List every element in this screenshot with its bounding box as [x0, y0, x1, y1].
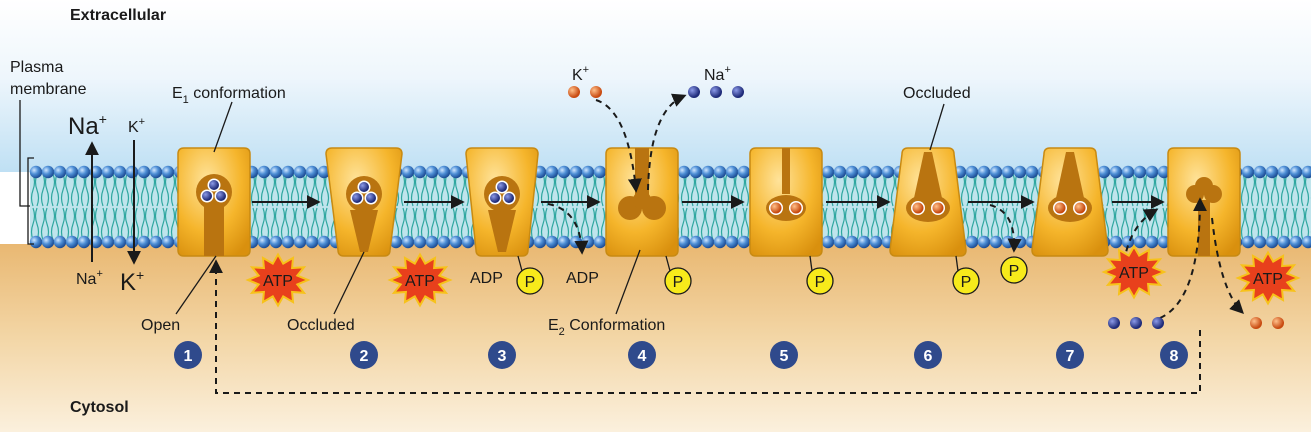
step-badge-7: 7	[1056, 341, 1084, 369]
atp-label: ATP	[1119, 265, 1149, 282]
step-badge-5: 5	[770, 341, 798, 369]
potassium-ion	[1250, 317, 1262, 329]
sodium-ion	[732, 86, 744, 98]
step-number: 7	[1066, 348, 1075, 365]
step-number: 5	[780, 348, 789, 365]
na-in-label: Na+	[76, 268, 103, 288]
cytosol-label: Cytosol	[70, 399, 129, 416]
phosphate: P	[664, 255, 692, 295]
step-badge-6: 6	[914, 341, 942, 369]
atp-burst: ATP	[387, 252, 453, 308]
e1-conformation-label: E1 conformation	[172, 85, 286, 106]
atp-burst: ATP	[245, 252, 311, 308]
open-label: Open	[141, 317, 180, 334]
step-number: 6	[924, 348, 933, 365]
k-in-label: K+	[120, 267, 144, 296]
step-number: 4	[638, 348, 647, 365]
potassium-ion	[568, 86, 580, 98]
cytosol-region	[0, 244, 1311, 432]
extracellular-region	[0, 0, 1311, 172]
phosphate-label: P	[961, 274, 972, 291]
sodium-ion	[710, 86, 722, 98]
pump-step-4	[605, 147, 679, 257]
phosphate: P	[952, 255, 980, 295]
transport-arrows	[209, 93, 1244, 394]
potassium-ion	[1272, 317, 1284, 329]
phosphate: P	[516, 255, 544, 295]
atp-label: ATP	[1253, 271, 1283, 288]
pump-step-3	[465, 147, 539, 257]
pump-step-5	[749, 147, 823, 257]
adp-label-step3: ADP	[470, 270, 503, 287]
phosphate: P	[806, 255, 834, 295]
pump-step-7	[1031, 147, 1109, 257]
potassium-ion	[590, 86, 602, 98]
membrane-bracket	[19, 100, 34, 245]
step-number: 8	[1170, 348, 1179, 365]
step-badge-8: 8	[1160, 341, 1188, 369]
plasma-membrane-label-1: Plasma	[10, 59, 63, 76]
phosphate: P	[1000, 256, 1028, 284]
plasma-membrane-label-2: membrane	[10, 81, 87, 98]
free-ions	[568, 86, 1284, 329]
step-badge-3: 3	[488, 341, 516, 369]
atp-label: ATP	[263, 273, 293, 290]
adp-label-released: ADP	[566, 270, 599, 287]
occluded-label-top: Occluded	[903, 85, 971, 102]
atp-label: ATP	[405, 273, 435, 290]
na-out-label: Na+	[68, 111, 107, 140]
phosphate-label: P	[815, 274, 826, 291]
step-number: 2	[360, 348, 369, 365]
step-badge-2: 2	[350, 341, 378, 369]
pump-step-2	[325, 147, 403, 257]
atp-burst: ATP	[1235, 250, 1301, 306]
phosphate-label: P	[673, 274, 684, 291]
pump-step-8	[1167, 147, 1241, 257]
pump-step-1	[177, 147, 251, 257]
k-entering-label: K+	[572, 64, 589, 84]
phosphate-label: P	[1009, 263, 1020, 280]
step-badge-4: 4	[628, 341, 656, 369]
extracellular-label: Extracellular	[70, 7, 166, 24]
atp-burst: ATP	[1101, 244, 1167, 300]
phosphate-label: P	[525, 274, 536, 291]
pump-step-6	[889, 147, 967, 257]
na-exiting-label: Na+	[704, 64, 731, 84]
sodium-ion	[1130, 317, 1142, 329]
occluded-label-bottom: Occluded	[287, 317, 355, 334]
sodium-ion	[1152, 317, 1164, 329]
sodium-ion	[1108, 317, 1120, 329]
k-out-label: K+	[128, 116, 145, 136]
ion-legend: Na+ K+ Na+ K+	[68, 111, 145, 296]
leader-lines	[175, 101, 945, 315]
e2-conformation-label: E2 Conformation	[548, 317, 665, 338]
step-number: 1	[184, 348, 193, 365]
step-number: 3	[498, 348, 507, 365]
sodium-ion	[688, 86, 700, 98]
step-badge-1: 1	[174, 341, 202, 369]
